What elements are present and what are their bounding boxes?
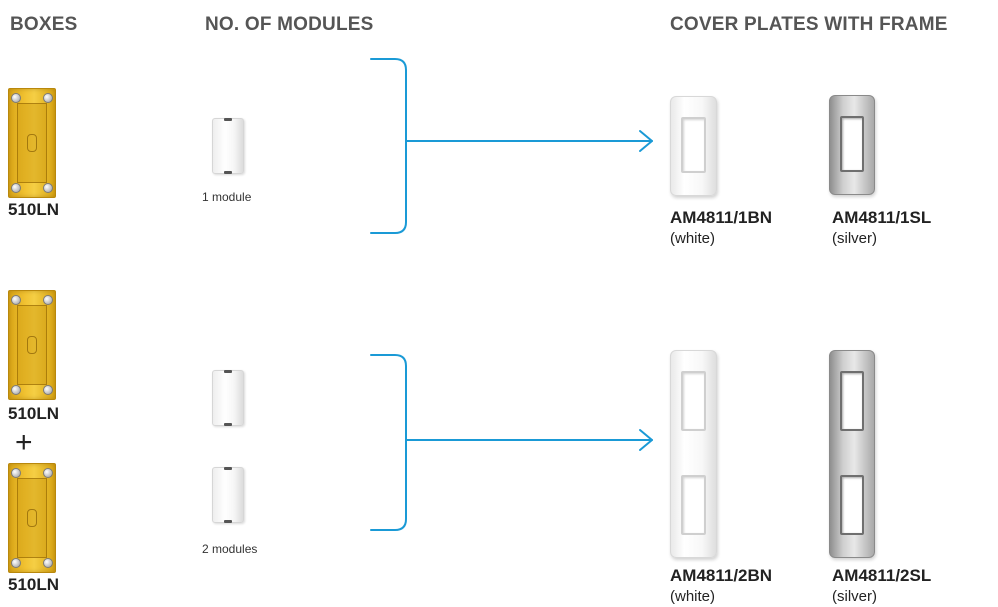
row2-white-plate-finish: (white) [670, 588, 715, 605]
row1-silver-plate-finish: (silver) [832, 230, 877, 247]
row1-box-code: 510LN [8, 200, 59, 220]
row2-silver-plate-code: AM4811/2SL [832, 566, 931, 586]
silver-plate-2-modules-image [829, 350, 875, 558]
junction-box-image [8, 290, 56, 400]
row1-bracket [371, 59, 406, 233]
row2-box-code-bottom: 510LN [8, 575, 59, 595]
plus-sign: + [15, 428, 33, 458]
row1-white-plate-code: AM4811/1BN [670, 208, 772, 228]
junction-box-image [8, 88, 56, 198]
row2-modules-label: 2 modules [202, 542, 257, 556]
row1-white-plate-finish: (white) [670, 230, 715, 247]
white-plate-2-modules-image [670, 350, 717, 558]
row2-silver-plate-finish: (silver) [832, 588, 877, 605]
module-image [212, 370, 244, 426]
junction-box-image [8, 463, 56, 573]
row1-modules-label: 1 module [202, 190, 251, 204]
silver-plate-1-module-image [829, 95, 875, 195]
row2-white-plate-code: AM4811/2BN [670, 566, 772, 586]
row2-box-code-top: 510LN [8, 404, 59, 424]
module-image [212, 467, 244, 523]
row1-silver-plate-code: AM4811/1SL [832, 208, 931, 228]
module-image [212, 118, 244, 174]
row2-bracket [371, 355, 406, 530]
white-plate-1-module-image [670, 96, 717, 196]
